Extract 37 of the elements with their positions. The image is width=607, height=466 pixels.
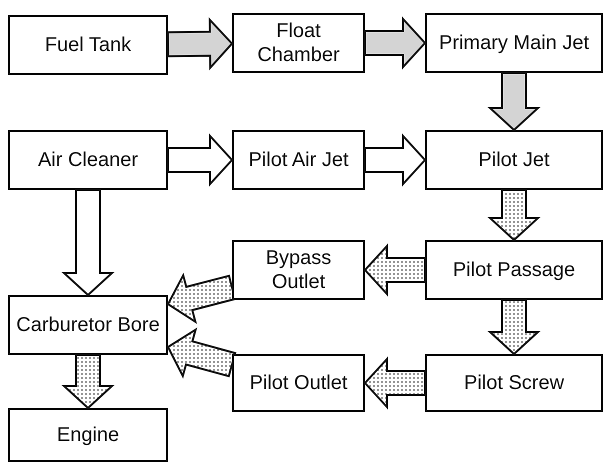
box-label: Float Chamber: [256, 19, 341, 67]
box-label: Engine: [56, 423, 120, 447]
process-box: [425, 130, 603, 190]
box-label: Primary Main Jet: [438, 31, 590, 55]
box-label: Pilot Screw: [464, 371, 564, 395]
block-arrow: [61, 354, 115, 410]
box-label: Air Cleaner: [38, 148, 138, 172]
block-arrow: [364, 16, 426, 70]
process-box: [232, 354, 365, 412]
block-arrow: [166, 327, 236, 379]
block-arrow: [61, 189, 115, 296]
box-label: Bypass Outlet: [264, 246, 332, 294]
block-arrow: [487, 299, 541, 356]
process-box: [232, 13, 365, 73]
process-box: [425, 13, 603, 73]
block-arrow: [166, 17, 234, 70]
box-label: Carburetor Bore: [16, 313, 160, 337]
box-label: Pilot Jet: [478, 148, 550, 172]
block-arrow: [166, 272, 236, 324]
process-box: [8, 130, 168, 190]
process-box: [425, 240, 603, 300]
box-label: Fuel Tank: [44, 33, 132, 57]
block-arrow: [487, 189, 541, 242]
process-box: [232, 130, 365, 190]
process-box: [425, 354, 603, 412]
block-arrow: [167, 133, 234, 187]
box-label: Pilot Passage: [452, 258, 576, 282]
box-label: Pilot Air Jet: [248, 148, 349, 172]
block-arrow: [487, 72, 541, 132]
block-arrow: [364, 243, 426, 297]
process-box: [232, 240, 365, 300]
block-arrow: [364, 356, 426, 410]
process-box: [8, 408, 168, 462]
process-box: [8, 15, 168, 75]
block-arrow: [364, 133, 426, 187]
process-box: [8, 295, 168, 355]
box-label: Pilot Outlet: [250, 371, 348, 395]
